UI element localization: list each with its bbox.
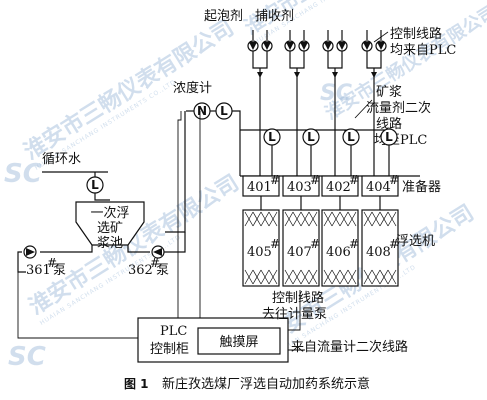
cell-superscript: # [270, 237, 280, 251]
watermark-logo: SC [4, 159, 42, 189]
flotation-machine-label: 浮选机 [396, 234, 435, 249]
slurry-flowmeter: L [380, 128, 398, 176]
pump-362-number: 362 [128, 263, 153, 278]
collector-label: 捕收剂 [255, 8, 294, 24]
watermark-logo: SC [320, 81, 352, 106]
pump-362-superscript: # [150, 256, 160, 270]
from-flowmeter-label: 来自流量计二次线路 [291, 339, 408, 355]
cell-number: 407 [287, 245, 312, 260]
cell-hatch [323, 211, 357, 285]
density-meter-l-letter: L [220, 104, 228, 118]
preparer-superscript: # [389, 173, 399, 187]
preparer-superscript: # [310, 173, 320, 187]
slurry-flow-label-1: 矿浆 [376, 85, 402, 100]
slurry-flowmeter: L [342, 128, 360, 176]
density-meter-n-letter: N [197, 104, 207, 118]
pump-signal-line [17, 272, 138, 339]
tank-label-2: 选矿 [97, 221, 123, 236]
density-signal-line [177, 111, 182, 320]
control-line-bottom-2: 去往计量泵 [262, 307, 327, 322]
control-line-top-label: 控制线路 [390, 26, 442, 42]
pump-362-suffix: 泵 [156, 263, 169, 278]
leader-line [354, 99, 373, 119]
plc-cabinet-label: 控制柜 [150, 342, 189, 357]
cell-hatch [244, 211, 278, 285]
flowmeter-letter: L [307, 130, 315, 144]
cell-number: 405 [247, 245, 272, 260]
tank-outlet-right [127, 245, 150, 253]
flotation-cell-406: 406# [321, 209, 359, 287]
frother-label: 起泡剂 [204, 9, 243, 24]
cell-superscript: # [349, 237, 359, 251]
cell-hatch [363, 211, 397, 285]
caption-prefix: 图 1 [124, 377, 149, 391]
density-meter-label: 浓度计 [173, 80, 212, 96]
preparer-number: 401 [247, 180, 272, 195]
pump-361-superscript: # [47, 256, 57, 270]
preparer-superscript: # [270, 173, 280, 187]
pump-362 [151, 245, 165, 259]
touchscreen [197, 327, 281, 355]
preparer-number: 403 [287, 180, 312, 195]
slurry-flowmeter: L [302, 128, 320, 176]
watermark-text: 淮安市三畅仪表有限公司 [24, 170, 243, 320]
touchscreen-label: 触摸屏 [219, 335, 258, 350]
cell-superscript: # [389, 237, 399, 251]
flotation-cell-408: 408# [361, 209, 399, 287]
plc-label: PLC [160, 324, 187, 339]
circulating-water-label: 循环水 [42, 152, 81, 167]
preparer-row: 401#403#402#404# [242, 173, 399, 210]
preparer-label: 准备器 [402, 179, 441, 195]
reagent-feed-group [361, 30, 387, 176]
watermark-logo: SC [8, 342, 46, 372]
preparer-number: 402 [326, 180, 351, 195]
preparer-402: 402# [321, 173, 359, 210]
preparer-404: 404# [361, 173, 399, 210]
flotation-cell-row: 405#407#406#408# [242, 209, 399, 287]
control-line-bottom-1: 控制线路 [272, 290, 324, 306]
pump-361-suffix: 泵 [53, 263, 66, 278]
cell-number: 408 [366, 245, 391, 260]
preparer-superscript: # [349, 173, 359, 187]
flowmeter-letter: L [268, 130, 276, 144]
reagent-feed-groups [247, 30, 387, 176]
slurry-flowmeter: L [263, 128, 281, 176]
flowmeter-letter: L [385, 130, 393, 144]
tank-label-1: 一次浮 [90, 205, 129, 221]
cell-hatch [284, 211, 318, 285]
slurry-flow-label-2: 流量剂二次 [366, 100, 431, 116]
water-flowmeter-letter: L [91, 178, 99, 192]
cell-number: 406 [326, 245, 351, 260]
flowmeter-letter: L [347, 130, 355, 144]
preparer-403: 403# [282, 173, 320, 210]
preparer-number: 404 [366, 180, 391, 195]
preparer-401: 401# [242, 173, 280, 210]
tank-label-3: 浆池 [97, 236, 123, 251]
slurry-flow-label-3: 线路 [376, 116, 402, 132]
caption-text: 新庄孜选煤厂浮选自动加药系统示意 [162, 376, 370, 392]
pump-361 [23, 245, 37, 259]
to-plc-top-label: 均来自PLC [390, 43, 456, 58]
flotation-cell-407: 407# [282, 209, 320, 287]
pump-361-number: 361 [26, 263, 51, 278]
flotation-cell-405: 405# [242, 209, 280, 287]
tank-outlet-left [40, 245, 93, 253]
slurry-pipe [232, 110, 241, 176]
reagent-feed-group [284, 30, 310, 176]
cell-superscript: # [310, 237, 320, 251]
metering-pump-control-line [288, 290, 301, 331]
reagent-feed-group [247, 30, 273, 176]
